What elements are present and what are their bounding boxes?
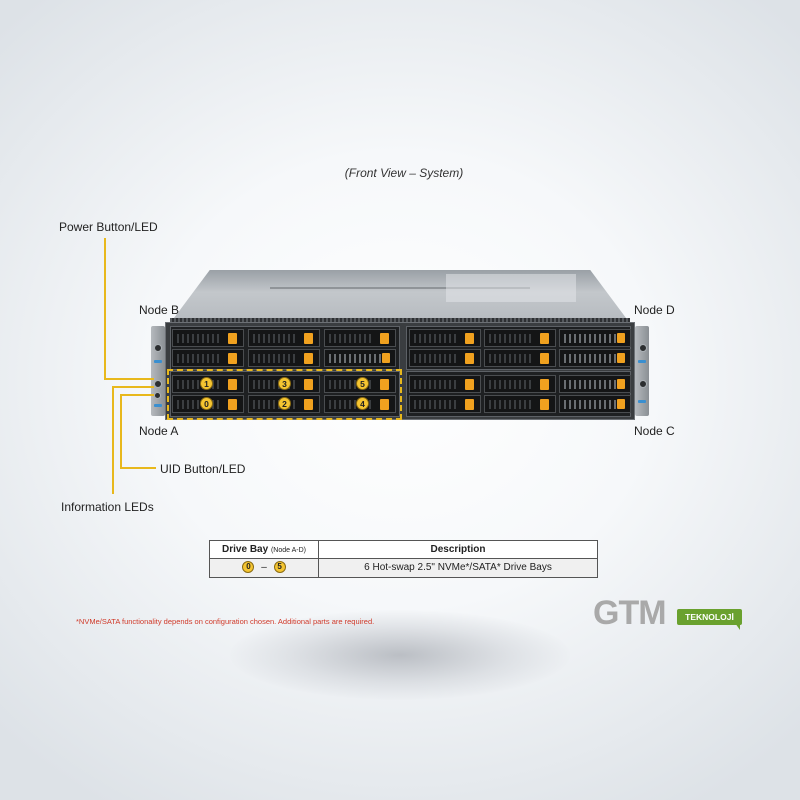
node-a-bay-highlight (167, 369, 402, 420)
cover-seam (270, 286, 530, 289)
drive-bay[interactable] (172, 329, 244, 347)
bay-range-end: 5 (273, 561, 286, 574)
drive-release-tab[interactable] (304, 353, 313, 364)
drive-bay[interactable] (324, 329, 396, 347)
node-d-label: Node D (634, 303, 675, 317)
badge-tail (735, 623, 740, 630)
drive-release-tab[interactable] (540, 333, 549, 344)
table-row: 0 – 5 6 Hot-swap 2.5" NVMe*/SATA* Drive … (210, 559, 597, 577)
diagram-caption: (Front View – System) (344, 166, 464, 180)
drive-release-tab[interactable] (540, 379, 549, 390)
drive-bay[interactable] (559, 329, 631, 347)
drive-bay[interactable] (409, 395, 481, 413)
top-vent-strip (170, 318, 630, 324)
table-header-row: Drive Bay (Node A-D) Description (210, 541, 597, 559)
info-leader-horizontal (112, 386, 154, 388)
drive-release-tab[interactable] (228, 379, 237, 390)
drive-release-tab[interactable] (228, 333, 237, 344)
node-a-info-led (154, 404, 162, 407)
drive-bay-table: Drive Bay (Node A-D) Description 0 – 5 6… (209, 540, 598, 578)
node-c-power-button[interactable] (639, 380, 647, 388)
bay-number-2: 2 (278, 397, 291, 410)
node-b-uid-led (154, 360, 162, 363)
drive-release-tab[interactable] (228, 399, 237, 410)
bay-number-5: 5 (356, 377, 369, 390)
right-rack-ear (635, 326, 649, 416)
drive-release-tab[interactable] (617, 399, 625, 409)
drive-bay[interactable] (484, 395, 556, 413)
footnote: *NVMe/SATA functionality depends on conf… (76, 617, 375, 626)
node-d-uid-led (638, 360, 646, 363)
bay-number-0: 0 (200, 397, 213, 410)
bay-number-1: 1 (200, 377, 213, 390)
power-leader-horizontal (104, 378, 154, 380)
row-description: 6 Hot-swap 2.5" NVMe*/SATA* Drive Bays (319, 559, 597, 577)
header-drive-bay-note: (Node A-D) (270, 547, 306, 554)
drive-release-tab[interactable] (617, 379, 625, 389)
node-d-power-button[interactable] (639, 344, 647, 352)
drive-release-tab[interactable] (380, 399, 389, 410)
drive-release-tab[interactable] (617, 333, 625, 343)
info-leader-vertical (112, 386, 114, 494)
bay-range-dash: – (261, 562, 267, 573)
power-leader-vertical (104, 238, 106, 380)
drive-release-tab[interactable] (380, 379, 389, 390)
cover-panel (446, 274, 577, 303)
node-c-label: Node C (634, 424, 675, 438)
floor-shadow (230, 610, 570, 700)
left-rack-ear (151, 326, 165, 416)
drive-release-tab[interactable] (304, 399, 313, 410)
node-b-power-button[interactable] (154, 344, 162, 352)
chassis-top-cover (168, 270, 632, 326)
drive-bay[interactable] (559, 395, 631, 413)
drive-bay[interactable] (409, 329, 481, 347)
uid-button-label: UID Button/LED (160, 462, 246, 476)
drive-bay[interactable] (559, 375, 631, 393)
gtm-logo-text: GTM (593, 594, 667, 632)
drive-bay[interactable] (172, 349, 244, 367)
drive-release-tab[interactable] (540, 353, 549, 364)
drive-bay[interactable] (409, 349, 481, 367)
drive-bay[interactable] (324, 349, 396, 367)
teknoloji-badge: TEKNOLOJİ (677, 609, 742, 625)
drive-release-tab[interactable] (380, 333, 389, 344)
bay-range-start: 0 (242, 561, 255, 574)
drive-release-tab[interactable] (465, 333, 474, 344)
bay-number-3: 3 (278, 377, 291, 390)
drive-release-tab[interactable] (228, 353, 237, 364)
uid-leader-vertical (120, 394, 122, 468)
drive-bay[interactable] (484, 375, 556, 393)
node-c-info-led (638, 400, 646, 403)
header-drive-bay-text: Drive Bay (222, 544, 269, 555)
drive-bay[interactable] (409, 375, 481, 393)
row-drive-bay: 0 – 5 (210, 559, 319, 577)
uid-leader-end (120, 467, 156, 469)
drive-release-tab[interactable] (617, 353, 625, 363)
drive-bay[interactable] (248, 329, 320, 347)
uid-leader-horizontal (120, 394, 154, 396)
drive-release-tab[interactable] (304, 379, 313, 390)
drive-bay[interactable] (559, 349, 631, 367)
drive-release-tab[interactable] (465, 353, 474, 364)
header-drive-bay: Drive Bay (Node A-D) (210, 541, 319, 558)
node-a-power-button[interactable] (154, 380, 162, 388)
drive-bay[interactable] (248, 349, 320, 367)
drive-release-tab[interactable] (465, 379, 474, 390)
drive-bay[interactable] (484, 349, 556, 367)
bay-number-4: 4 (356, 397, 369, 410)
drive-release-tab[interactable] (465, 399, 474, 410)
information-leds-label: Information LEDs (61, 500, 154, 514)
header-description: Description (430, 544, 486, 555)
node-b-label: Node B (139, 303, 180, 317)
drive-release-tab[interactable] (382, 353, 390, 363)
drive-bay[interactable] (484, 329, 556, 347)
node-a-label: Node A (139, 424, 179, 438)
power-button-label: Power Button/LED (59, 220, 158, 234)
drive-release-tab[interactable] (304, 333, 313, 344)
drive-release-tab[interactable] (540, 399, 549, 410)
node-a-uid-button[interactable] (154, 392, 161, 399)
